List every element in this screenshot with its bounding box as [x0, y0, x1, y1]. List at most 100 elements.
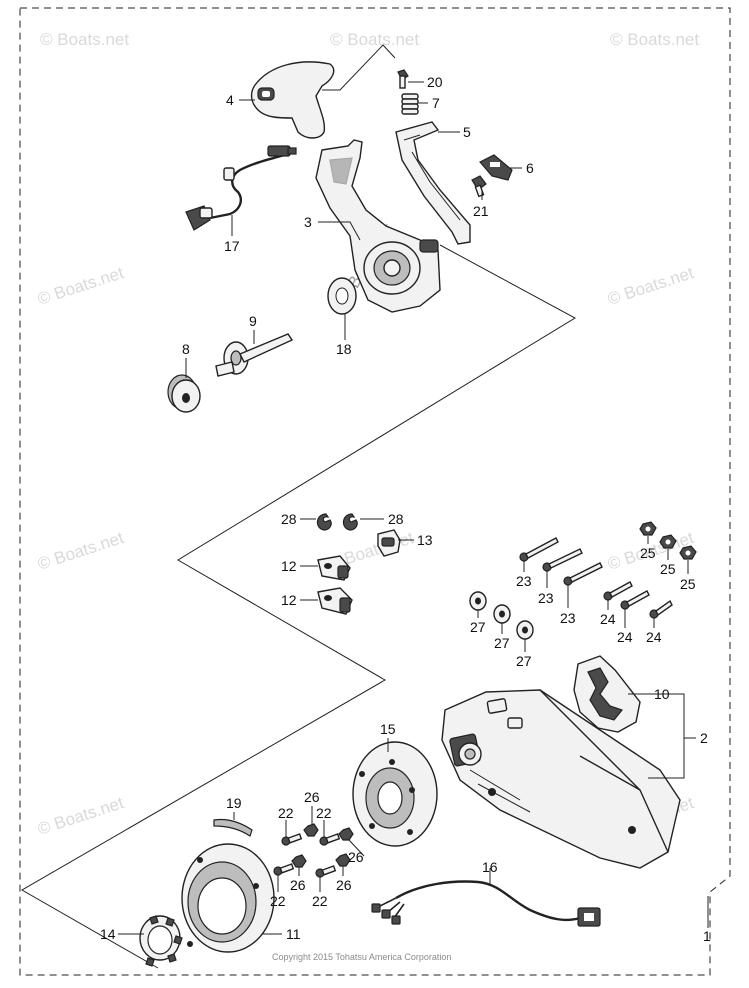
callout-26d: 26 [336, 877, 352, 893]
nut-part-25b [659, 534, 677, 549]
callout-14: 14 [100, 926, 116, 942]
nut-part-25c [679, 545, 697, 560]
coil-part-11 [181, 843, 275, 953]
screw-part-24a [603, 581, 633, 601]
callout-23a: 23 [516, 573, 532, 589]
knob-part-8 [167, 374, 201, 413]
block-part-13 [377, 529, 401, 557]
screw-part-23a [519, 537, 559, 562]
callout-22d: 22 [312, 893, 328, 909]
callout-19: 19 [226, 795, 242, 811]
washer-part-27c [516, 620, 534, 640]
harness-part-16 [371, 880, 601, 927]
nut-part-26d [335, 853, 351, 867]
callout-8: 8 [182, 341, 190, 357]
callout-12b: 12 [281, 592, 297, 608]
leader-3 [318, 221, 361, 241]
washer-part-27b [493, 604, 511, 624]
callout-25b: 25 [660, 561, 676, 577]
leader-4-top [322, 44, 396, 91]
watermark: © Boats.net [35, 263, 126, 309]
callout-28b: 28 [388, 511, 404, 527]
callout-24a: 24 [600, 611, 616, 627]
screw-part-23c [563, 562, 603, 586]
grip-cover-part [250, 61, 335, 139]
watermark: © Boats.net [35, 528, 126, 574]
eclip-part-28a [316, 513, 332, 531]
callout-27a: 27 [470, 619, 486, 635]
harness-part-17 [185, 145, 297, 231]
callout-7: 7 [432, 95, 440, 111]
control-lever-part-3 [315, 139, 441, 313]
remote-box-part-2 [441, 689, 681, 869]
callout-27c: 27 [516, 653, 532, 669]
callout-27b: 27 [494, 635, 510, 651]
screw-part-24c [649, 599, 673, 619]
lever-part-5 [395, 121, 471, 245]
callout-22c: 22 [270, 893, 286, 909]
callout-10: 10 [654, 686, 670, 702]
watermark: © Boats.net [35, 793, 126, 839]
watermark: © Boats.net [40, 30, 129, 49]
screw-part-23b [542, 548, 583, 572]
callout-26a: 26 [304, 789, 320, 805]
callout-28a: 28 [281, 511, 297, 527]
screw-part-22d [315, 865, 337, 878]
plate-part-15 [352, 741, 438, 847]
callout-12a: 12 [281, 558, 297, 574]
watermark: © Boats.net [605, 263, 696, 309]
callout-25c: 25 [680, 576, 696, 592]
callout-22b: 22 [316, 805, 332, 821]
assembly-guide-line [20, 244, 577, 969]
screw-part-22b [319, 833, 341, 846]
callout-24c: 24 [646, 629, 662, 645]
nut-part-26a [303, 823, 319, 837]
clip-part-6 [479, 154, 513, 181]
leader-26b [348, 839, 365, 857]
bracket-part-12a [317, 555, 351, 581]
watermark: © Boats.net [330, 30, 419, 49]
nut-part-25a [639, 521, 657, 536]
callout-1: 1 [703, 928, 711, 944]
callout-5: 5 [463, 124, 471, 140]
screw-part-20 [397, 69, 409, 89]
watermark: © Boats.net [610, 30, 699, 49]
callout-6: 6 [526, 160, 534, 176]
gear-part-14 [139, 915, 183, 967]
bolt-part-21 [471, 175, 487, 198]
leader-10-2-bracket [648, 693, 685, 779]
screw-part-22c [273, 863, 295, 876]
nut-part-26b [338, 827, 354, 841]
callout-17: 17 [224, 238, 240, 254]
nut-part-26c [291, 854, 307, 868]
callout-25a: 25 [640, 545, 656, 561]
callout-4: 4 [226, 92, 234, 108]
eclip-part-28b [342, 513, 358, 531]
callouts: 4 20 7 5 6 21 3 17 18 9 8 28 28 13 12 12… [100, 74, 711, 944]
callout-18: 18 [336, 341, 352, 357]
strip-part-19 [213, 818, 253, 837]
callout-23b: 23 [538, 590, 554, 606]
assembly-frame [19, 7, 731, 976]
bracket-part-12b [317, 587, 353, 615]
callout-9: 9 [249, 313, 257, 329]
copyright-notice: Copyright 2015 Tohatsu America Corporati… [272, 952, 451, 962]
screw-part-24b [620, 590, 650, 610]
callout-20: 20 [427, 74, 443, 90]
callout-22a: 22 [278, 805, 294, 821]
gasket-part-10 [573, 655, 641, 733]
callout-11: 11 [286, 926, 301, 942]
spring-part-7 [401, 93, 419, 115]
callout-13: 13 [417, 532, 433, 548]
screw-part-22a [281, 833, 303, 846]
callout-3: 3 [304, 214, 312, 230]
callout-15: 15 [380, 721, 396, 737]
callout-21: 21 [473, 203, 489, 219]
washer-part-18 [327, 277, 357, 315]
callout-26c: 26 [290, 877, 306, 893]
callout-23c: 23 [560, 610, 576, 626]
washer-part-27a [469, 591, 487, 611]
callout-2: 2 [700, 730, 708, 746]
